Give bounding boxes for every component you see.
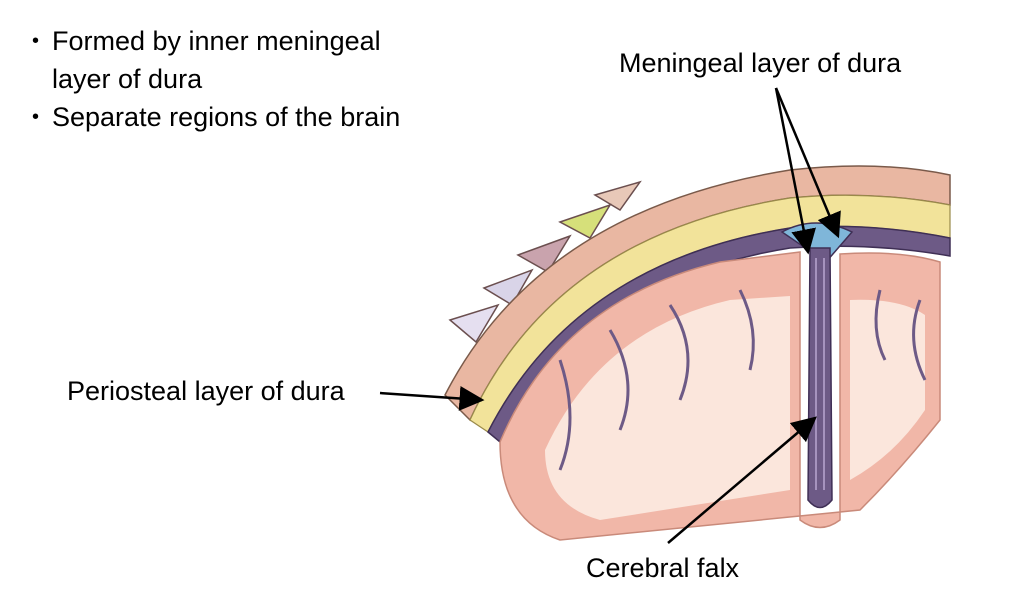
falx-arrow — [667, 416, 817, 544]
bullet-text-continued: layer of dura — [52, 64, 203, 94]
bullet-dot-icon: • — [32, 106, 40, 128]
white-matter — [545, 296, 790, 520]
periosteal-layer-label: Periosteal layer of dura — [67, 376, 345, 406]
pointer-arrows — [379, 87, 841, 544]
bullet-dot-icon: • — [32, 30, 40, 52]
bullet-item: • Formed by inner meningeal layer of dur… — [30, 22, 400, 98]
scalp-flaps — [448, 180, 642, 344]
bullet-list: • Formed by inner meningeal layer of dur… — [30, 22, 400, 136]
meningeal-layer-label: Meningeal layer of dura — [619, 48, 902, 78]
periosteal-arrow — [379, 385, 485, 411]
bullet-text: Separate regions of the brain — [52, 102, 401, 132]
bullet-text: Formed by inner meningeal — [52, 26, 381, 56]
bullet-item: • Separate regions of the brain — [30, 98, 400, 136]
white-matter — [850, 299, 925, 480]
falx-inner-lines — [815, 258, 825, 490]
cerebral-falx-label: Cerebral falx — [586, 553, 740, 583]
meningeal-arrow-left — [774, 87, 816, 255]
cerebral-falx — [807, 247, 833, 509]
sulci-lines — [558, 289, 927, 471]
meningeal-arrow-right — [774, 87, 841, 239]
